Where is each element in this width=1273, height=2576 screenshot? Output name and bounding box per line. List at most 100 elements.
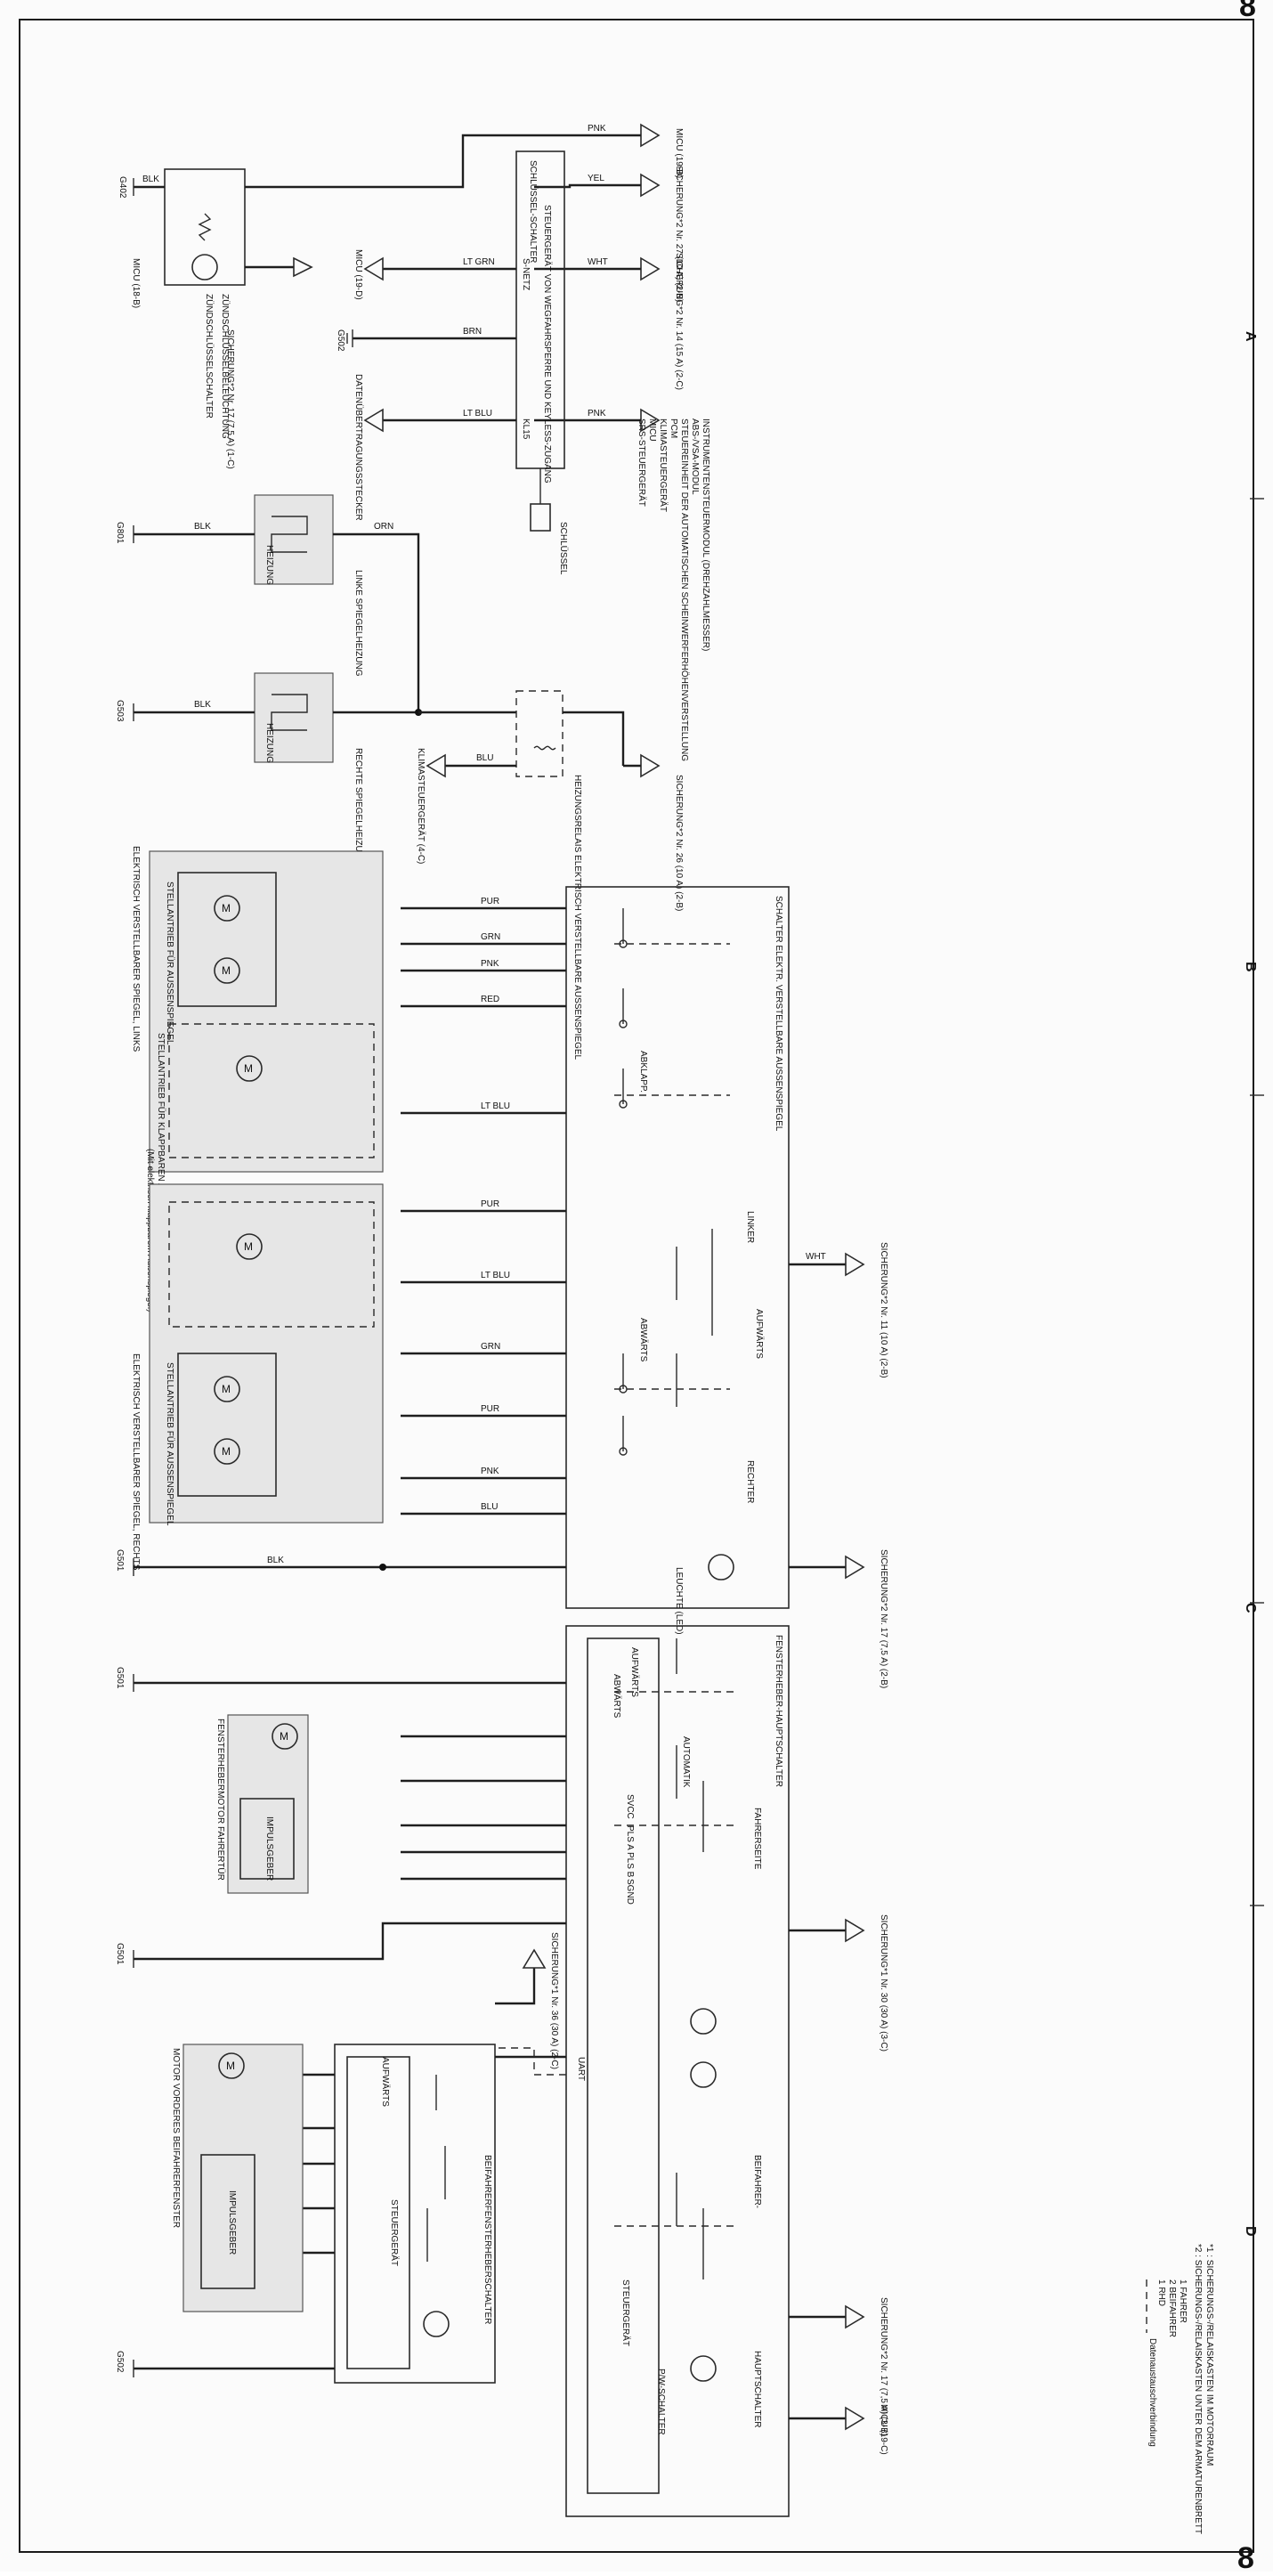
contact-dot: [619, 1385, 628, 1394]
motor-m: M: [226, 2060, 235, 2072]
wire-color: WHT: [806, 1252, 826, 1262]
fuse-triangle: [640, 123, 661, 148]
fuse-triangle: [845, 1555, 865, 1580]
main-switch-label: HAUPTSCHALTER: [752, 2351, 762, 2428]
motor-m: M: [280, 1730, 288, 1743]
wire-color: PNK: [588, 124, 606, 134]
ground-label: G501: [115, 1667, 125, 1689]
instrument-item: STEUEREINHEIT DER AUTOMATISCHEN SCHEINWE…: [679, 418, 690, 761]
wire-color: PUR: [481, 897, 499, 906]
wire-color: ORN: [374, 522, 393, 532]
zone-label-b: B: [1243, 962, 1258, 972]
wire-pnk-down: [307, 148, 465, 189]
fuse-triangle: [845, 1252, 865, 1277]
heater-relay-label: HEIZUNGSRELAIS ELEKTRISCH VERSTELLBARE A…: [572, 775, 582, 1060]
window-pin: SVCC: [625, 1794, 635, 1819]
fuse-label: SICHERUNG*2 Nr. 17 (7,5 A) (3-B): [879, 2297, 888, 2436]
wire-color: GRN: [481, 1342, 500, 1352]
fuse-label: SICHERUNG*2 Nr. 27 (10 A) (2-B): [674, 166, 684, 302]
left-mirror-heater: [254, 494, 334, 585]
fold-actuator-box: [168, 1023, 375, 1158]
left-label: LINKER: [745, 1211, 755, 1243]
left-mirror-label: ELEKTRISCH VERSTELLBARER SPIEGEL, LINKS: [131, 846, 141, 1052]
fuse-label: SICHERUNG*2 Nr. 17 (7,5 A) (2-B): [879, 1549, 888, 1688]
actuator-label: STELLANTRIEB FÜR AUSSENSPIEGEL: [165, 1362, 175, 1526]
immobilizer-label: STEUERGERÄT VON WEGFAHRSPERRE UND KEYLES…: [542, 205, 553, 484]
connector-triangle: [363, 408, 384, 433]
motor-icon: [236, 1233, 263, 1260]
legend-bus-line: Datenaustauschverbindung: [1147, 2338, 1157, 2447]
fold-label: ABKLAPP.: [638, 1051, 648, 1093]
right-actuator-box: [177, 1353, 277, 1497]
motor-m: M: [244, 1240, 253, 1253]
fuse-triangle: [845, 2304, 865, 2329]
contact-dot: [619, 939, 628, 948]
contact-dot: [619, 1100, 628, 1109]
window-pin: UART: [576, 2057, 586, 2081]
heater-relay-box: [515, 690, 564, 777]
climate-label: KLIMASTEUERGERÄT (4-C): [416, 748, 426, 864]
legend-note-2: *2 : SICHERUNGS-/RELAISKASTEN UNTER DEM …: [1193, 2244, 1203, 2534]
bus-line: [495, 2047, 566, 2076]
wire-wht-relay: [563, 711, 625, 766]
right-mirror-heater: [254, 672, 334, 763]
ground-label: G503: [115, 700, 125, 722]
ground-label: G801: [115, 522, 125, 544]
fuse-label: SICHERUNG*1 Nr. 36 (30 A) (2-C): [549, 1932, 559, 2069]
immob-pin: KL15: [521, 418, 531, 440]
instrument-item: INSTRUMENTENSTEUERMODUL (DREHZAHLMESSER): [701, 418, 710, 651]
wire-color: LT BLU: [481, 1271, 510, 1280]
page-number-top: 8: [1239, 0, 1256, 23]
fuse-triangle: [640, 173, 661, 198]
pass-window-motor-box: [182, 2044, 304, 2312]
fuse-label: SICHERUNG*2 Nr. 11 (10 A) (2-B): [879, 1242, 888, 1378]
heater-element-icon: [271, 516, 308, 553]
lamp-icon: [423, 2311, 450, 2337]
relay-coil-icon: [533, 745, 556, 751]
wire-yel: [534, 183, 641, 189]
right-mirror-label: ELEKTRISCH VERSTELLBARER SPIEGEL, RECHTS: [131, 1353, 141, 1571]
legend: *1 : SICHERUNGS-/RELAISKASTEN IM MOTORRA…: [1146, 2244, 1214, 2534]
left-actuator-box: [177, 872, 277, 1007]
fuse-triangle: [640, 753, 661, 778]
connector-triangle: [426, 753, 446, 778]
micu-label: MICU (18-B): [131, 258, 141, 308]
lamp-icon: [690, 2061, 717, 2088]
ground-label: G501: [115, 1943, 125, 1965]
pass-section-label: BEIFAHRER-: [752, 2155, 762, 2208]
contact-dot: [619, 1447, 628, 1456]
fuse-triangle: [845, 2406, 865, 2431]
window-master-section: FENSTERHEBER-HAUPTSCHALTER FAHRERSEITE B…: [115, 1625, 888, 2517]
wire-color: BLK: [142, 175, 159, 184]
wire-color: GRN: [481, 932, 500, 942]
wire-pnk: [461, 134, 641, 148]
motor-m: M: [222, 964, 231, 977]
zone-label-a: A: [1243, 331, 1258, 342]
master-switch-label: FENSTERHEBER-HAUPTSCHALTER: [774, 1635, 783, 1787]
wire-color: PNK: [481, 1467, 499, 1476]
up-label: AUFWÄRTS: [380, 2057, 391, 2107]
page-border: [19, 19, 1254, 2553]
switch-link: [614, 1691, 739, 2227]
wire-color: BLK: [194, 522, 211, 532]
switch-contacts: [622, 908, 713, 1451]
motor-icon: [214, 957, 240, 984]
motor-icon: [218, 2052, 245, 2079]
instrument-item: MICU: [647, 418, 657, 442]
lamp-icon: [690, 2355, 717, 2382]
fuse-triangle: [845, 1918, 865, 1943]
wire-color: BLK: [267, 1556, 284, 1565]
mirror-switch-box: [565, 886, 790, 1609]
wire-color: BLU: [481, 1502, 498, 1512]
pass-switch-box: [334, 2044, 496, 2384]
pass-switch-inner: [346, 2056, 410, 2369]
ground-label: G502: [336, 329, 345, 352]
switch-link: [614, 943, 730, 1390]
lamp-icon: [690, 2008, 717, 2035]
mirror-heater-section: HEIZUNG LINKE SPIEGELHEIZUNG HEIZUNG REC…: [115, 494, 684, 1060]
passenger-window-section: BEIFAHRERFENSTERHEBERSCHALTER AUFWÄRTS S…: [115, 1932, 566, 2384]
wire-color: BLK: [194, 700, 211, 710]
immob-pin: S-NETZ: [521, 258, 531, 290]
wire-orn: [333, 532, 420, 714]
contact-dot: [619, 1020, 628, 1028]
